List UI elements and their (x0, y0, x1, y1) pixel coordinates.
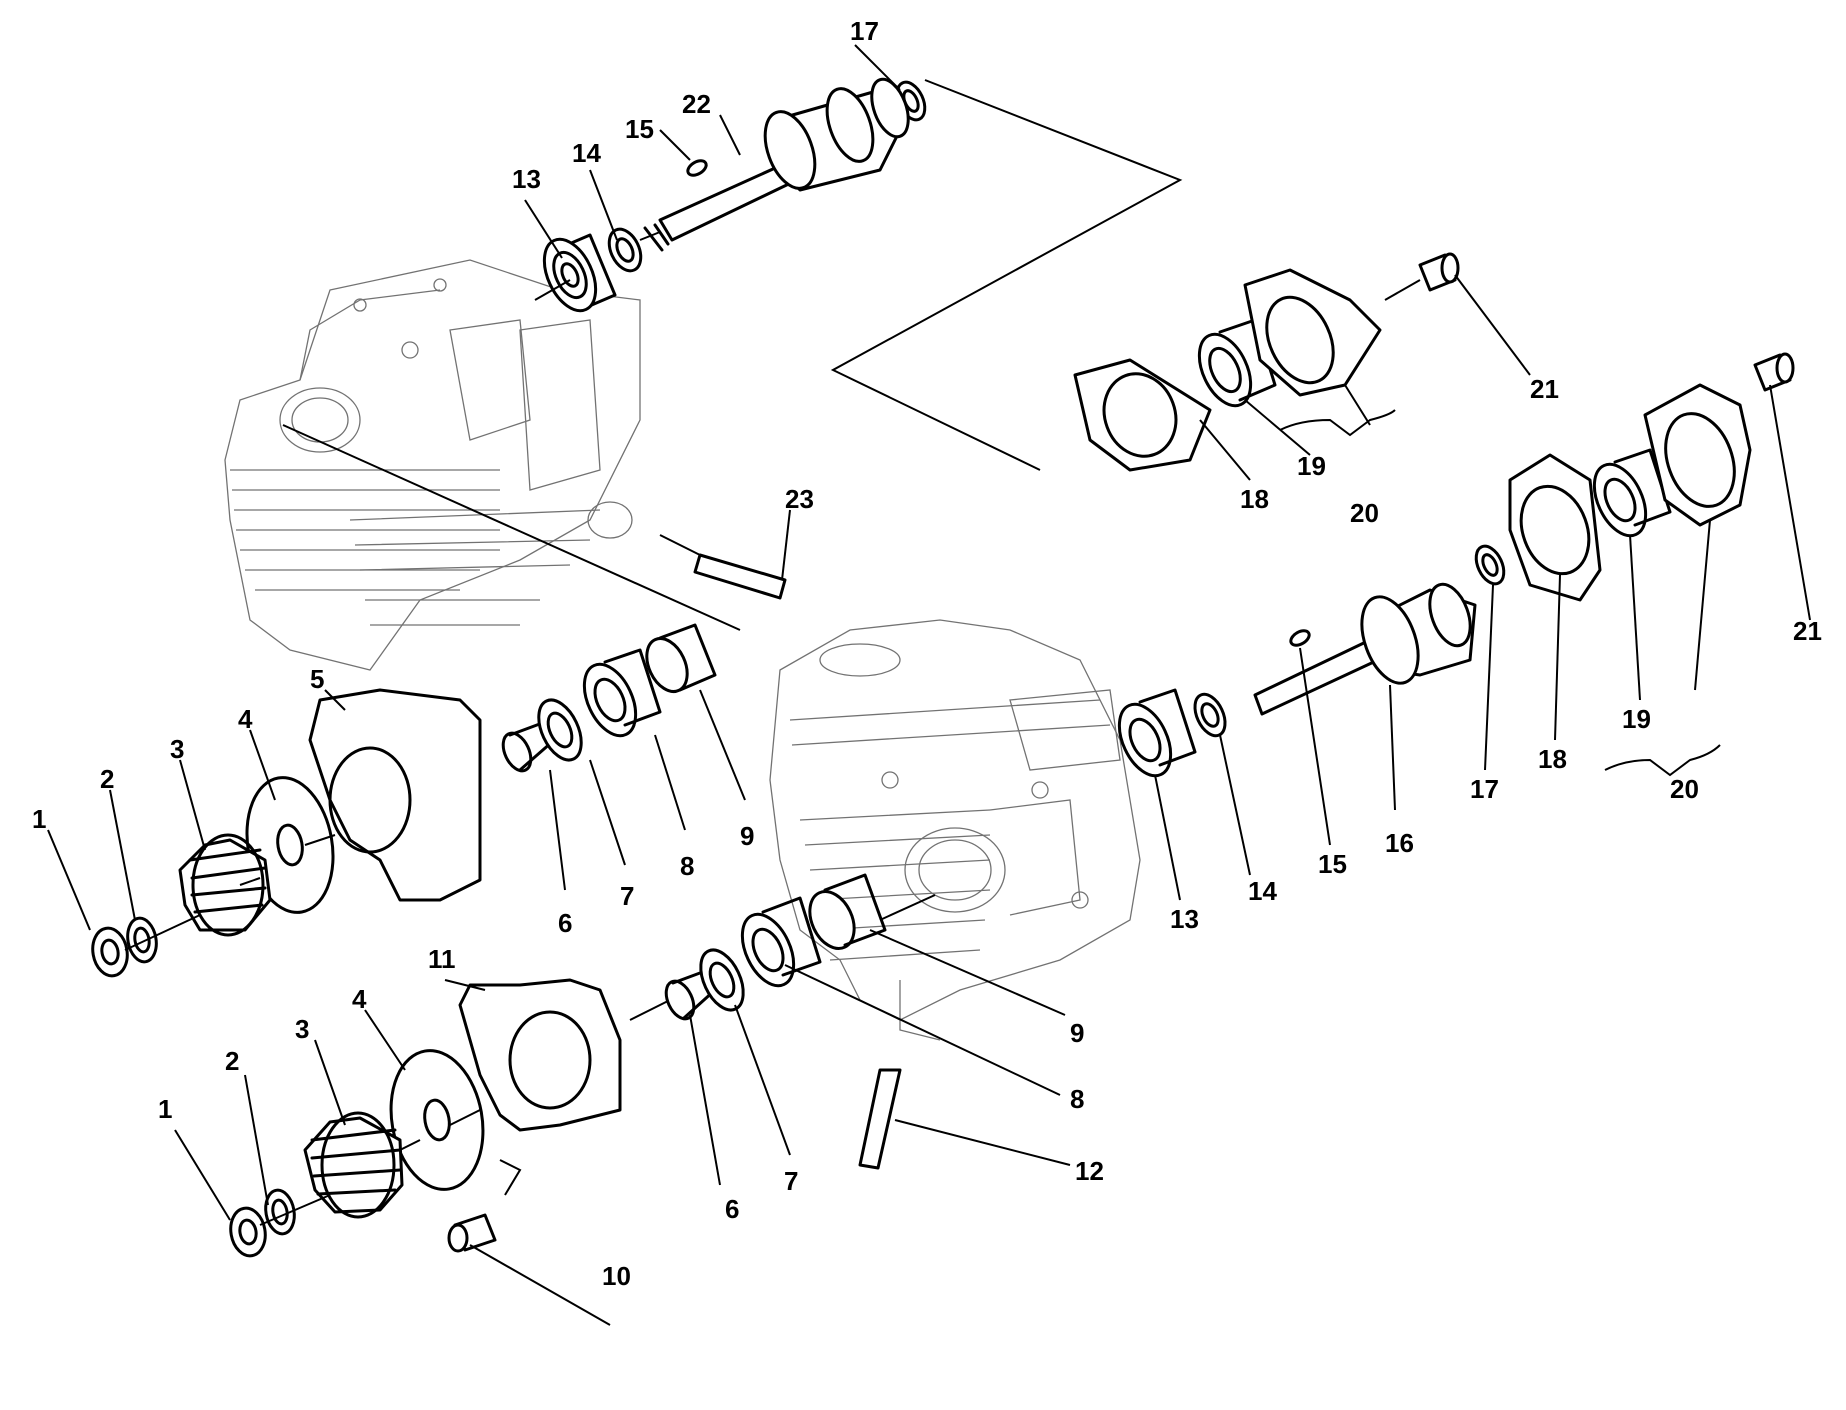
part-19-bearing (1197, 318, 1277, 408)
callout-9-lower: 9 (1070, 1018, 1084, 1048)
callout-23: 23 (785, 484, 814, 514)
callout-12: 12 (1075, 1156, 1104, 1186)
callout-3: 3 (170, 734, 184, 764)
part-18-gasket-right (1508, 453, 1602, 602)
callout-18-right: 18 (1538, 744, 1567, 774)
callout-labels: 1 2 3 4 5 6 7 8 9 10 11 12 13 14 15 16 1… (32, 16, 1822, 1291)
leader-lines (47, 44, 1811, 1326)
part-14-seal-right (1193, 692, 1227, 738)
callout-3-lower: 3 (295, 1014, 309, 1044)
callout-14: 14 (572, 138, 601, 168)
part-15-woodruff-key (686, 159, 708, 177)
callout-2: 2 (100, 764, 114, 794)
callout-21-right: 21 (1793, 616, 1822, 646)
upper-bearing-housing-group (830, 79, 1460, 472)
lower-cylinder (769, 619, 1141, 1041)
callout-22: 22 (682, 89, 711, 119)
part-7-seal-lower (699, 948, 745, 1012)
part-18-gasket (1073, 358, 1212, 472)
callout-6-lower: 6 (725, 1194, 739, 1224)
upper-cylinder-head (224, 259, 641, 671)
part-8-bearing (582, 648, 662, 738)
callout-5: 5 (310, 664, 324, 694)
callout-14-right: 14 (1248, 876, 1277, 906)
part-22-camshaft (643, 77, 910, 252)
callout-1-lower: 1 (158, 1094, 172, 1124)
part-11-belt-cover (458, 978, 622, 1132)
callout-20: 20 (1350, 498, 1379, 528)
part-20-housing-cover (1243, 268, 1382, 397)
callout-4-lower: 4 (352, 984, 367, 1014)
part-13-bearing-right (1117, 688, 1197, 778)
callout-2-lower: 2 (225, 1046, 239, 1076)
callout-7-lower: 7 (784, 1166, 798, 1196)
callout-11: 11 (428, 944, 456, 974)
part-3-pulley (178, 833, 272, 937)
lower-gear-cover-group (229, 873, 936, 1258)
part-21-bolt-upper (1418, 252, 1460, 292)
callout-15-right: 15 (1318, 849, 1347, 879)
callout-7: 7 (620, 881, 634, 911)
callout-17: 17 (850, 16, 879, 46)
callout-13: 13 (512, 164, 541, 194)
callout-1: 1 (32, 804, 46, 834)
part-16-camshaft (1253, 582, 1477, 716)
callout-19-right: 19 (1622, 704, 1651, 734)
part-4-washer-disc-lower (389, 1049, 485, 1191)
callout-18: 18 (1240, 484, 1269, 514)
lower-camshaft-assembly (1117, 352, 1795, 778)
callout-10: 10 (602, 1261, 631, 1291)
part-8-bearing-lower (740, 896, 822, 988)
callout-8: 8 (680, 851, 694, 881)
part-12-stud (858, 1068, 902, 1170)
callout-13-right: 13 (1170, 904, 1199, 934)
part-15-woodruff-key-right (1289, 629, 1311, 647)
part-21-bolt-right (1753, 352, 1795, 392)
callout-21: 21 (1530, 374, 1559, 404)
part-1-nut (91, 926, 129, 978)
part-23-dowel (659, 534, 787, 600)
callout-15: 15 (625, 114, 654, 144)
callout-19: 19 (1297, 451, 1326, 481)
callout-6: 6 (558, 908, 572, 938)
part-6-spacer-lower (664, 968, 717, 1021)
part-13-ball-bearing (542, 233, 617, 313)
callout-8-lower: 8 (1070, 1084, 1084, 1114)
part-10-bolt (447, 1213, 497, 1253)
part-5-belt-cover (308, 688, 482, 902)
part-17-seal-right (1474, 544, 1506, 586)
part-14-seal-ring (607, 227, 643, 273)
part-7-seal (537, 698, 583, 762)
callout-17-right: 17 (1470, 774, 1499, 804)
part-20-housing-cover-right (1643, 383, 1752, 527)
callout-16: 16 (1385, 828, 1414, 858)
part-9-bushing (645, 623, 717, 693)
callout-20-right: 20 (1670, 774, 1699, 804)
part-2-washer (126, 916, 158, 964)
callout-9: 9 (740, 821, 754, 851)
callout-4: 4 (238, 704, 253, 734)
part-3-pulley-lower (303, 1111, 404, 1219)
upper-camshaft-assembly (534, 77, 927, 313)
part-9-bushing-lower (808, 873, 887, 950)
part-1-nut-lower (229, 1206, 267, 1258)
upper-gear-cover-group (91, 424, 741, 978)
part-19-bearing-right (1592, 448, 1672, 538)
